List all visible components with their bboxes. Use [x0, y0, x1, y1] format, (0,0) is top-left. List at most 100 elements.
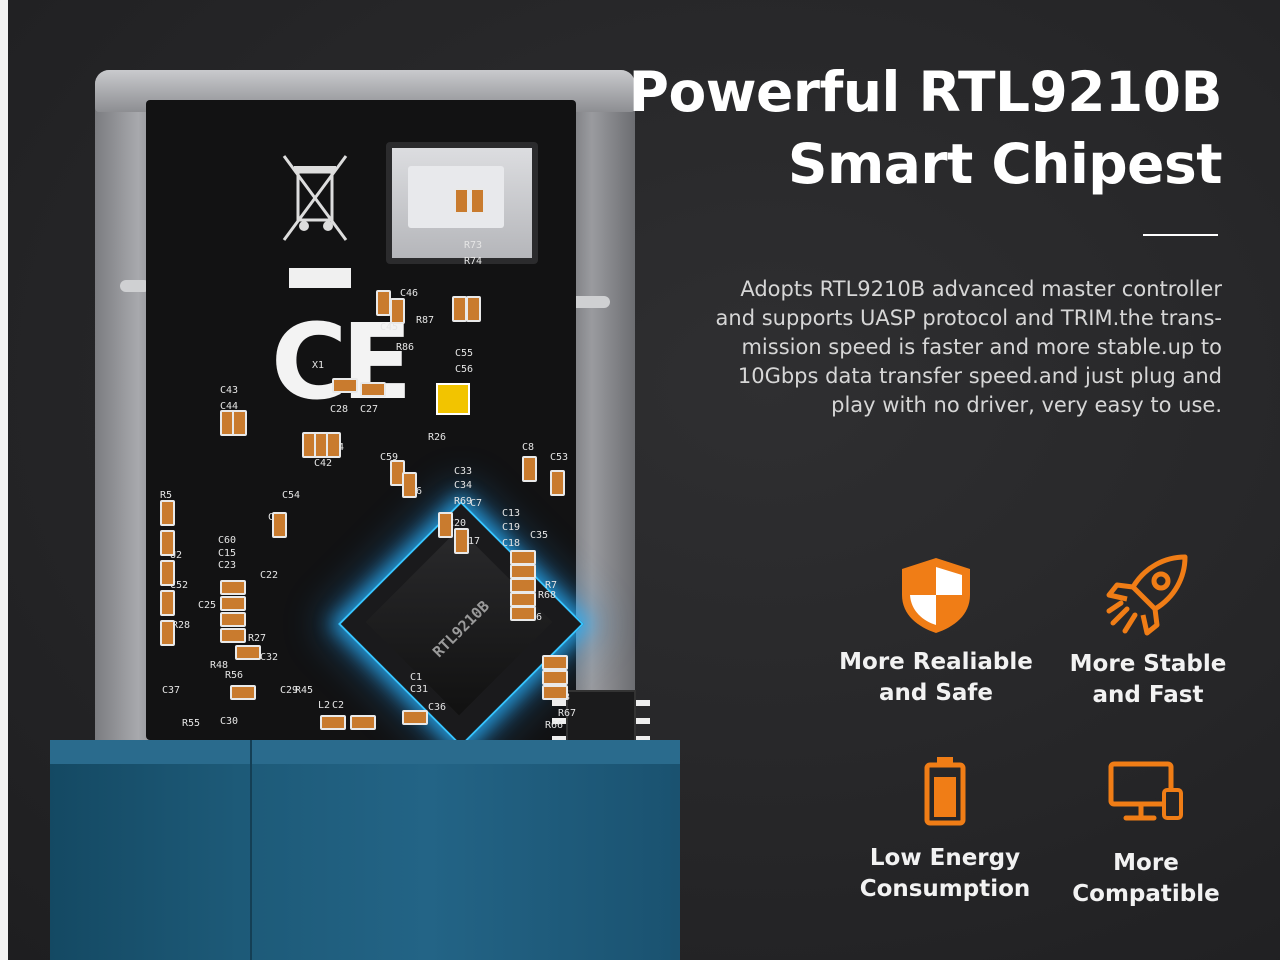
ic-pin: [552, 700, 566, 706]
ic-pin: [636, 736, 650, 742]
silkscreen-label: C28: [330, 404, 349, 415]
silkscreen-label: R73: [464, 240, 483, 251]
silkscreen-label: C20: [448, 518, 467, 529]
title-line-2: Smart Chipest: [787, 132, 1223, 196]
description: Adopts RTL9210B advanced master controll…: [662, 275, 1222, 420]
silkscreen-label: C7: [470, 498, 483, 509]
silkscreen-label: C32: [260, 652, 279, 663]
silkscreen-label: C43: [220, 385, 239, 396]
smd-component: [220, 612, 246, 627]
silkscreen-label: R45: [295, 685, 314, 696]
silkscreen-label: C33: [454, 466, 473, 477]
silkscreen-label: R26: [428, 432, 447, 443]
battery-icon: [924, 757, 966, 826]
silkscreen-label: C35: [530, 530, 549, 541]
title-divider: [1143, 234, 1218, 236]
crystal-x1: [436, 383, 470, 415]
silkscreen-label: R7: [545, 580, 558, 591]
silkscreen-label: C17: [462, 536, 481, 547]
silkscreen-label: C27: [360, 404, 379, 415]
feature-line: More: [1113, 850, 1179, 876]
smd-component: [550, 470, 565, 496]
usb-c-port: [386, 142, 538, 264]
silkscreen-label: X1: [312, 360, 325, 371]
silkscreen-label: C60: [218, 535, 237, 546]
shield-icon: [902, 558, 970, 633]
silkscreen-label: C42: [314, 458, 333, 469]
silkscreen-label: C29: [280, 685, 299, 696]
silkscreen-label: R74: [464, 256, 483, 267]
silkscreen-label: L2: [318, 700, 331, 711]
smd-component: [454, 528, 469, 554]
silkscreen-label: C1: [410, 672, 423, 683]
smd-component: [542, 655, 568, 670]
smd-component: [160, 500, 175, 526]
silkscreen-label: R68: [538, 590, 557, 601]
ce-mark: CE: [271, 301, 412, 423]
smd-component: [510, 606, 536, 621]
smd-component: [160, 530, 175, 556]
silkscreen-label: C31: [410, 684, 429, 695]
smd-component: [438, 512, 453, 538]
smd-component: [272, 512, 287, 538]
silkscreen-label: C25: [198, 600, 217, 611]
feature-line: and Fast: [1092, 682, 1204, 708]
smd-component: [360, 382, 386, 397]
devices-icon: [1108, 761, 1183, 821]
silkscreen-label: C44: [220, 401, 239, 412]
smd-component: [235, 645, 261, 660]
ic-pin: [552, 718, 566, 724]
smd-component: [402, 710, 428, 725]
feature-line: Low Energy: [869, 845, 1021, 871]
silkscreen-label: C45: [380, 322, 399, 333]
silkscreen-label: C56: [455, 364, 474, 375]
smd-component: [452, 296, 467, 322]
silkscreen-label: R56: [225, 670, 244, 681]
silkscreen-label: R86: [396, 342, 415, 353]
smd-component: [454, 188, 469, 214]
silkscreen-label: C36: [428, 702, 447, 713]
smd-component: [466, 296, 481, 322]
feature-line: More Realiable: [839, 649, 1033, 675]
silkscreen-label: C53: [550, 452, 569, 463]
description-line: mission speed is faster and more stable.…: [741, 335, 1222, 359]
description-line: play with no driver, very easy to use.: [831, 393, 1222, 417]
ic-pin: [636, 700, 650, 706]
silkscreen-label: C30: [220, 716, 239, 727]
smd-component: [510, 592, 536, 607]
silkscreen-label: U2: [170, 550, 183, 561]
blue-cap-facet: [250, 740, 252, 960]
silkscreen-label: C19: [502, 522, 521, 533]
smd-component: [542, 670, 568, 685]
smd-component: [326, 432, 341, 458]
silkscreen-label: R27: [248, 633, 267, 644]
silkscreen-label: C23: [218, 560, 237, 571]
smd-component: [160, 590, 175, 616]
description-line: and supports UASP protocol and TRIM.the …: [715, 306, 1222, 330]
silkscreen-label: R48: [210, 660, 229, 671]
feature-line: More Stable: [1069, 651, 1227, 677]
feature-compatible: More Compatible: [1041, 760, 1251, 910]
silkscreen-label: C8: [522, 442, 535, 453]
silkscreen-label: C2: [332, 700, 345, 711]
ic-pin: [636, 718, 650, 724]
smd-component: [332, 378, 358, 393]
feature-stable: More Stable and Fast: [1043, 553, 1253, 711]
silkscreen-label: C46: [400, 288, 419, 299]
weee-bin-icon: [282, 155, 348, 241]
smd-component: [320, 715, 346, 730]
blue-cap-top: [50, 740, 680, 764]
circuit-board: CE RTL9210B: [146, 100, 650, 772]
silkscreen-label: C54: [282, 490, 301, 501]
smd-component: [160, 560, 175, 586]
feature-low-energy: Low Energy Consumption: [840, 755, 1050, 905]
silkscreen-label: R28: [172, 620, 191, 631]
description-line: Adopts RTL9210B advanced master controll…: [740, 277, 1222, 301]
feature-line: Consumption: [859, 876, 1031, 902]
smd-component: [220, 628, 246, 643]
shell-slot: [120, 280, 150, 292]
smd-component: [160, 620, 175, 646]
silkscreen-label: C34: [454, 480, 473, 491]
silkscreen-label: C22: [260, 570, 279, 581]
smd-component: [522, 456, 537, 482]
